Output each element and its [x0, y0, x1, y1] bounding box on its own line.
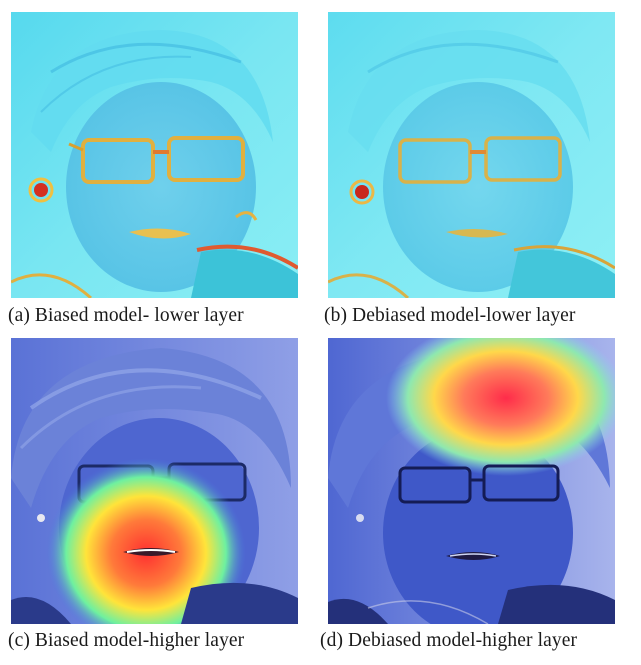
heatmap-image-c	[11, 338, 298, 624]
caption-c: (c) Biased model-higher layer	[8, 630, 245, 651]
caption-b: (b) Debiased model-lower layer	[324, 305, 576, 326]
caption-a: (a) Biased model- lower layer	[8, 305, 244, 326]
heatmap-image-b	[328, 12, 615, 298]
heatmap-image-d	[328, 338, 615, 624]
caption-d: (d) Debiased model-higher layer	[320, 630, 578, 651]
heatmap-image-a	[11, 12, 298, 298]
